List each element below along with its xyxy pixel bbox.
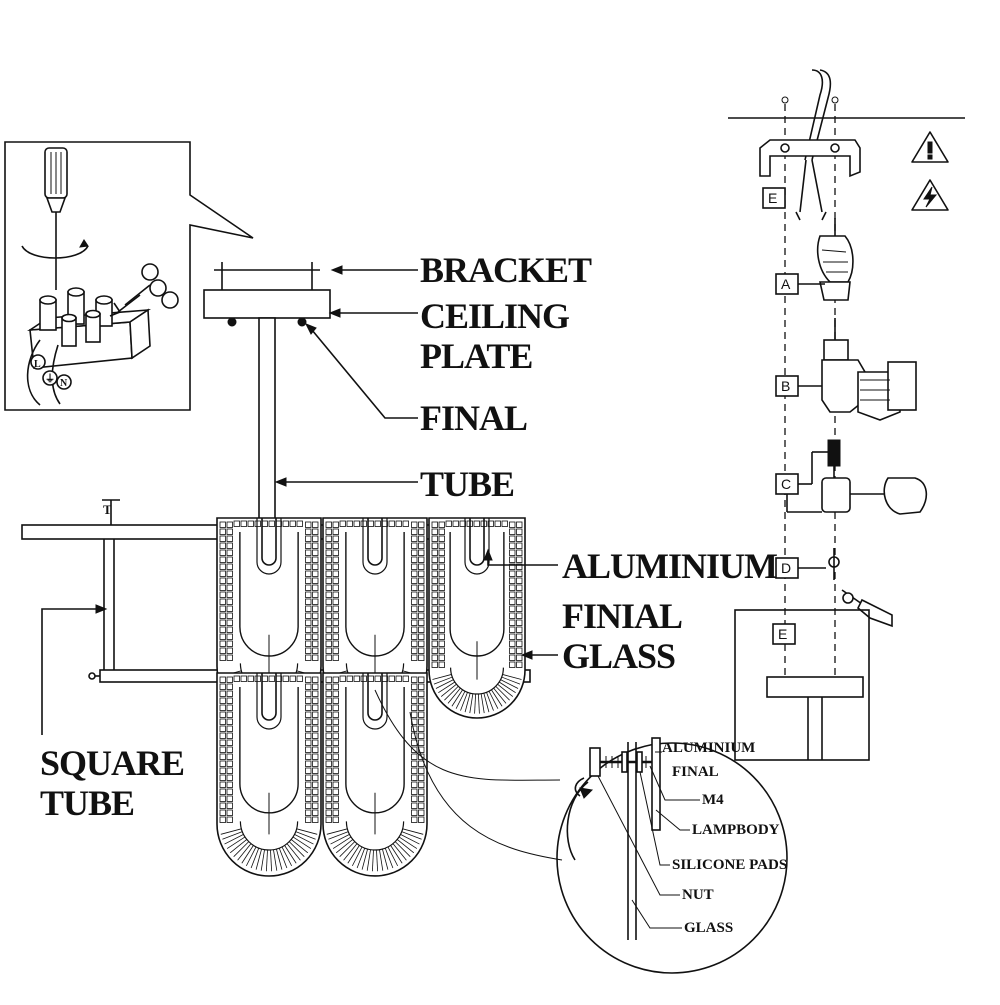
terminal-block: L ⏚ N [26, 287, 152, 406]
square-tube-cap-label: T [103, 502, 112, 517]
glass-panel [428, 517, 526, 719]
glass-panel [216, 672, 322, 877]
label-ceiling: CEILING [420, 296, 570, 336]
label-final: FINAL [420, 398, 527, 438]
terminal-mark-left: L [34, 359, 41, 370]
detail-magnifier: ALUMINIUM FINAL M4 LAMPBODY SILICONE PAD… [556, 737, 788, 974]
glass-panels [216, 517, 526, 877]
leader-lines [41, 265, 563, 861]
glass-panel [322, 672, 428, 877]
tube [258, 317, 276, 551]
pencil-hand-icon [816, 218, 854, 301]
label-square-tube: TUBE [40, 783, 134, 823]
terminal-mark-earth: ⏚ [45, 373, 55, 385]
warning-icon [911, 131, 949, 163]
final-screw [227, 317, 237, 327]
mounted-ceiling-plate [766, 676, 864, 698]
ceiling-assembly [203, 262, 331, 551]
step-e-bottom: E [778, 626, 787, 642]
screwdriver-icon [21, 147, 89, 290]
label-glass: GLASS [562, 636, 675, 676]
detail-label-aluminium: ALUMINIUM [662, 740, 755, 756]
mount-bracket [759, 139, 861, 178]
detail-silicone-pad [636, 751, 643, 773]
wiring-inset: L ⏚ N [4, 141, 254, 411]
step-c: C [781, 476, 791, 492]
screw-screwdriver-icon [828, 548, 893, 628]
label-square: SQUARE [40, 743, 184, 783]
label-finial: FINIAL [562, 596, 682, 636]
power-cable [804, 69, 824, 161]
label-tube: TUBE [420, 464, 514, 504]
label-plate: PLATE [420, 336, 532, 376]
detail-label-glass: GLASS [684, 920, 733, 936]
detail-nut [589, 747, 601, 777]
step-e-top-box [762, 187, 786, 209]
step-e-bottom-box [772, 623, 796, 645]
terminal-mark-neutral: N [60, 378, 68, 389]
step-a: A [781, 276, 791, 292]
square-tube-leader [41, 608, 98, 735]
final-screw [297, 317, 307, 327]
mounted-plate-frame [734, 609, 870, 761]
detail-label-nut: NUT [682, 887, 714, 903]
detail-circle [556, 742, 788, 974]
inset-callout-frame [4, 141, 254, 411]
mounting-steps: E A B [728, 69, 965, 761]
detail-silicone-pad [621, 751, 628, 773]
step-d: D [781, 560, 791, 576]
drill-icon [821, 318, 917, 421]
detail-lampbody [651, 737, 661, 831]
detail-label-m4: M4 [702, 792, 724, 808]
detail-leader [374, 689, 561, 781]
detail-label-lampbody: LAMPBODY [692, 822, 780, 838]
detail-label-final: FINAL [672, 764, 719, 780]
main-labels: BRACKET CEILING PLATE FINAL TUBE ALUMINI… [40, 250, 778, 823]
detail-label-silicone-pads: SILICONE PADS [672, 857, 787, 873]
step-e-top: E [768, 190, 777, 206]
ceiling-plate [203, 289, 331, 319]
wire-insert-arrow [109, 263, 179, 317]
electric-hazard-icon [911, 179, 949, 211]
label-aluminium: ALUMINIUM [562, 546, 777, 586]
label-bracket: BRACKET [420, 250, 592, 290]
step-b: B [781, 378, 790, 394]
hammer-icon [821, 439, 928, 515]
final-leader [311, 329, 418, 419]
